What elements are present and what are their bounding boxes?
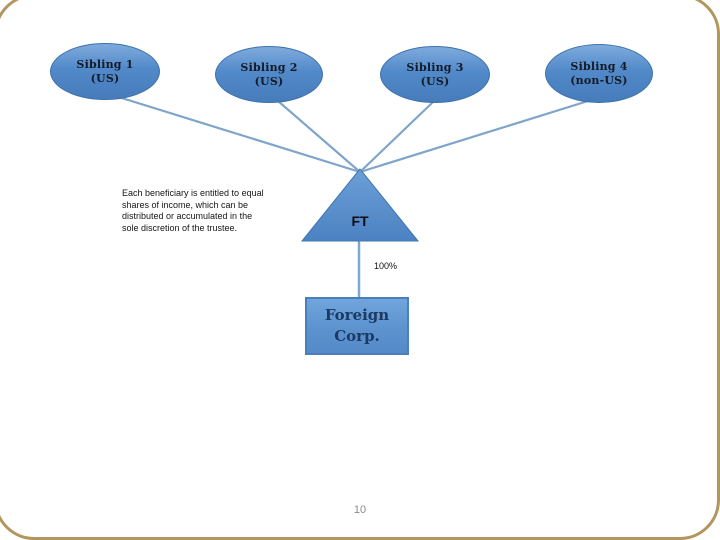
connector-sibling-1-to-trust bbox=[111, 93, 361, 174]
page-number: 10 bbox=[353, 504, 367, 516]
sibling-status: (non-US) bbox=[570, 73, 628, 87]
sibling-2-node: Sibling 2 (US) bbox=[215, 46, 323, 103]
note-line: sole discretion of the trustee. bbox=[122, 222, 238, 233]
sibling-status: (US) bbox=[420, 74, 450, 88]
sibling-4-node: Sibling 4 (non-US) bbox=[545, 44, 653, 103]
company-name-line1: Foreign bbox=[324, 306, 390, 324]
company-node: Foreign Corp. bbox=[305, 297, 409, 355]
sibling-status: (US) bbox=[90, 71, 120, 85]
connector-sibling-3-to-trust bbox=[359, 101, 434, 173]
connector-sibling-2-to-trust bbox=[277, 100, 361, 173]
note-line: Each beneficiary is entitled to equal bbox=[122, 188, 264, 198]
sibling-name: Sibling 4 bbox=[570, 60, 628, 73]
trust-label: FT bbox=[351, 213, 369, 229]
sibling-3-node: Sibling 3 (US) bbox=[380, 46, 490, 103]
ownership-percentage-label: 100% bbox=[374, 261, 398, 271]
trust-triangle bbox=[300, 168, 420, 242]
note-line: distributed or accumulated in the bbox=[122, 211, 253, 221]
note-line: shares of income, which can be bbox=[122, 199, 249, 210]
connector-sibling-4-to-trust bbox=[359, 99, 589, 174]
sibling-name: Sibling 1 bbox=[76, 58, 134, 71]
sibling-1-node: Sibling 1 (US) bbox=[50, 43, 160, 100]
sibling-name: Sibling 2 bbox=[240, 61, 298, 74]
sibling-status: (US) bbox=[254, 74, 284, 88]
sibling-name: Sibling 3 bbox=[406, 61, 464, 74]
company-name-line2: Corp. bbox=[334, 327, 380, 345]
beneficiary-note: Each beneficiary is entitled to equal sh… bbox=[122, 188, 294, 234]
